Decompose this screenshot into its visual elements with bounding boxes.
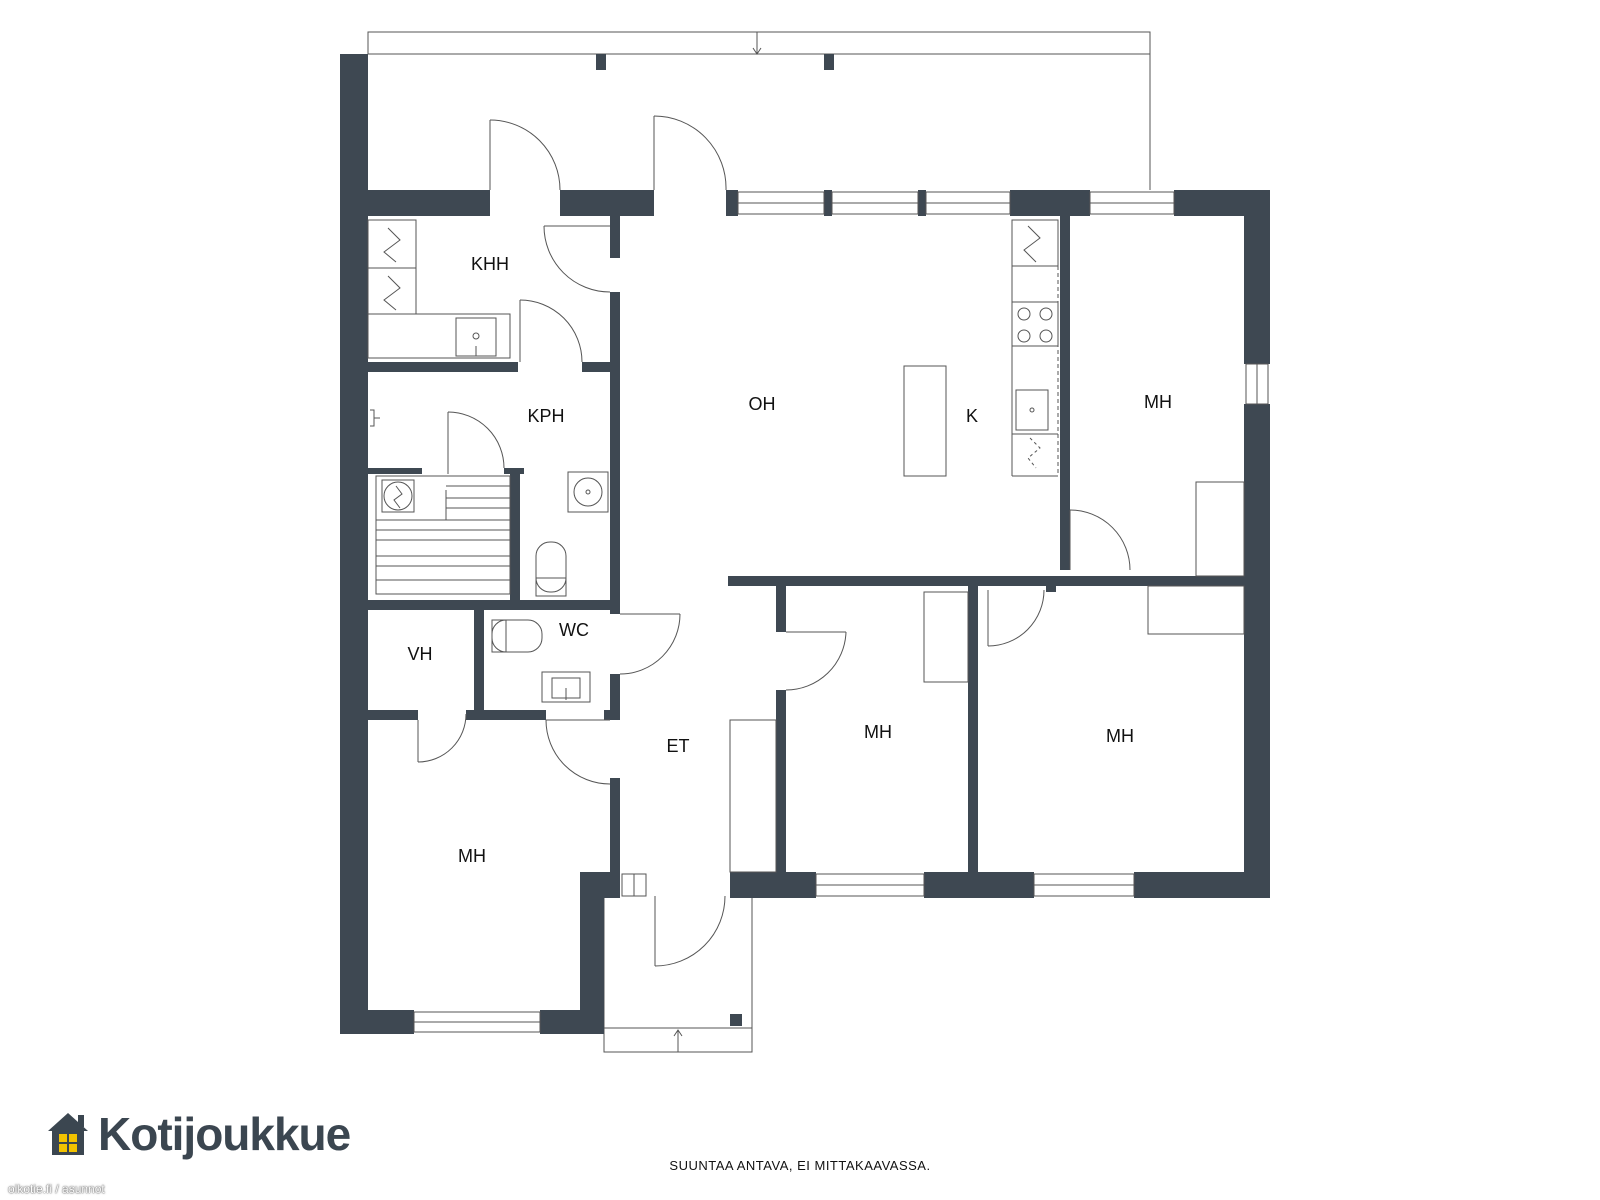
brand-name: Kotijoukkue (98, 1108, 351, 1160)
scale-disclaimer: SUUNTAA ANTAVA, EI MITTAKAAVASSA. (669, 1158, 931, 1173)
fixtures (367, 219, 1245, 873)
entrance-porch (603, 895, 753, 1053)
room-label-vh: VH (407, 644, 432, 664)
source-watermark: oikotie.fi / asunnot (8, 1182, 105, 1196)
room-label-mh-southeast: MH (1106, 726, 1134, 746)
room-label-kph: KPH (527, 406, 564, 426)
doors (417, 225, 1131, 785)
room-label-mh-northeast: MH (1144, 392, 1172, 412)
room-label-et: ET (666, 736, 689, 756)
walls (340, 54, 1270, 1034)
room-label-mh-southwest: MH (458, 846, 486, 866)
room-label-khh: KHH (471, 254, 509, 274)
room-label-wc: WC (559, 620, 589, 640)
terrace (367, 31, 1151, 191)
brand-logo: Kotijoukkue (48, 1104, 351, 1164)
room-label-oh: OH (749, 394, 776, 414)
room-label-k: K (966, 406, 978, 426)
windows (413, 191, 1269, 1033)
house-icon (48, 1113, 88, 1155)
room-labels: KHH KPH OH K MH WC VH ET MH MH MH (407, 254, 1172, 866)
room-label-mh-middle: MH (864, 722, 892, 742)
